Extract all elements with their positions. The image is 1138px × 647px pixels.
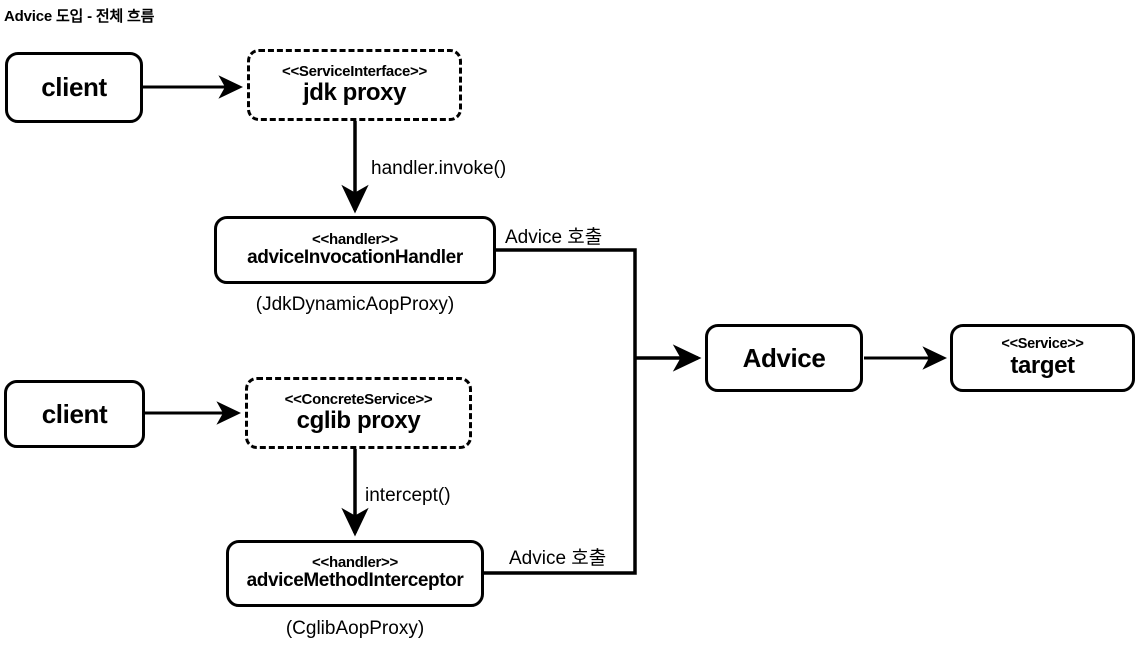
node-target[interactable]: <<Service>> target xyxy=(950,324,1135,392)
node-client-bottom[interactable]: client xyxy=(4,380,145,448)
node-client-top-label: client xyxy=(41,72,107,103)
node-advice-invocation-handler[interactable]: <<handler>> adviceInvocationHandler xyxy=(214,216,496,284)
edge-label-handler-invoke: handler.invoke() xyxy=(371,158,507,179)
node-cglib-proxy-stereotype: <<ConcreteService>> xyxy=(284,390,433,408)
node-advice-invocation-handler-label: adviceInvocationHandler xyxy=(247,246,463,268)
edge-label-advice-call-top: Advice 호출 xyxy=(505,227,603,248)
node-jdk-proxy-stereotype: <<ServiceInterface>> xyxy=(282,62,427,80)
node-advice-method-interceptor[interactable]: <<handler>> adviceMethodInterceptor xyxy=(226,540,484,607)
node-target-label: target xyxy=(1010,351,1075,379)
node-target-stereotype: <<Service>> xyxy=(1001,336,1084,353)
edge-interceptor-to-advice-bus-bottom xyxy=(484,358,637,575)
node-cglib-proxy-label: cglib proxy xyxy=(296,407,421,435)
edge-handler-to-advice-bus-top xyxy=(496,248,637,358)
node-advice-method-interceptor-label: adviceMethodInterceptor xyxy=(246,570,464,592)
node-cglib-proxy[interactable]: <<ConcreteService>> cglib proxy xyxy=(245,377,472,449)
caption-jdk-dynamic-aop-proxy: (JdkDynamicAopProxy) xyxy=(255,294,455,315)
page-title: Advice 도입 - 전체 흐름 xyxy=(4,8,155,25)
node-advice-invocation-handler-stereotype: <<handler>> xyxy=(312,230,398,248)
node-advice-method-interceptor-stereotype: <<handler>> xyxy=(312,554,398,572)
edge-label-advice-call-bottom: Advice 호출 xyxy=(509,548,607,569)
edge-label-intercept: intercept() xyxy=(365,485,451,506)
node-advice[interactable]: Advice xyxy=(705,324,863,392)
node-client-bottom-label: client xyxy=(41,398,108,429)
node-jdk-proxy[interactable]: <<ServiceInterface>> jdk proxy xyxy=(247,49,462,121)
caption-cglib-aop-proxy: (CglibAopProxy) xyxy=(285,618,425,639)
node-jdk-proxy-label: jdk proxy xyxy=(302,79,407,107)
node-client-top[interactable]: client xyxy=(5,52,143,123)
node-advice-label: Advice xyxy=(742,342,826,373)
